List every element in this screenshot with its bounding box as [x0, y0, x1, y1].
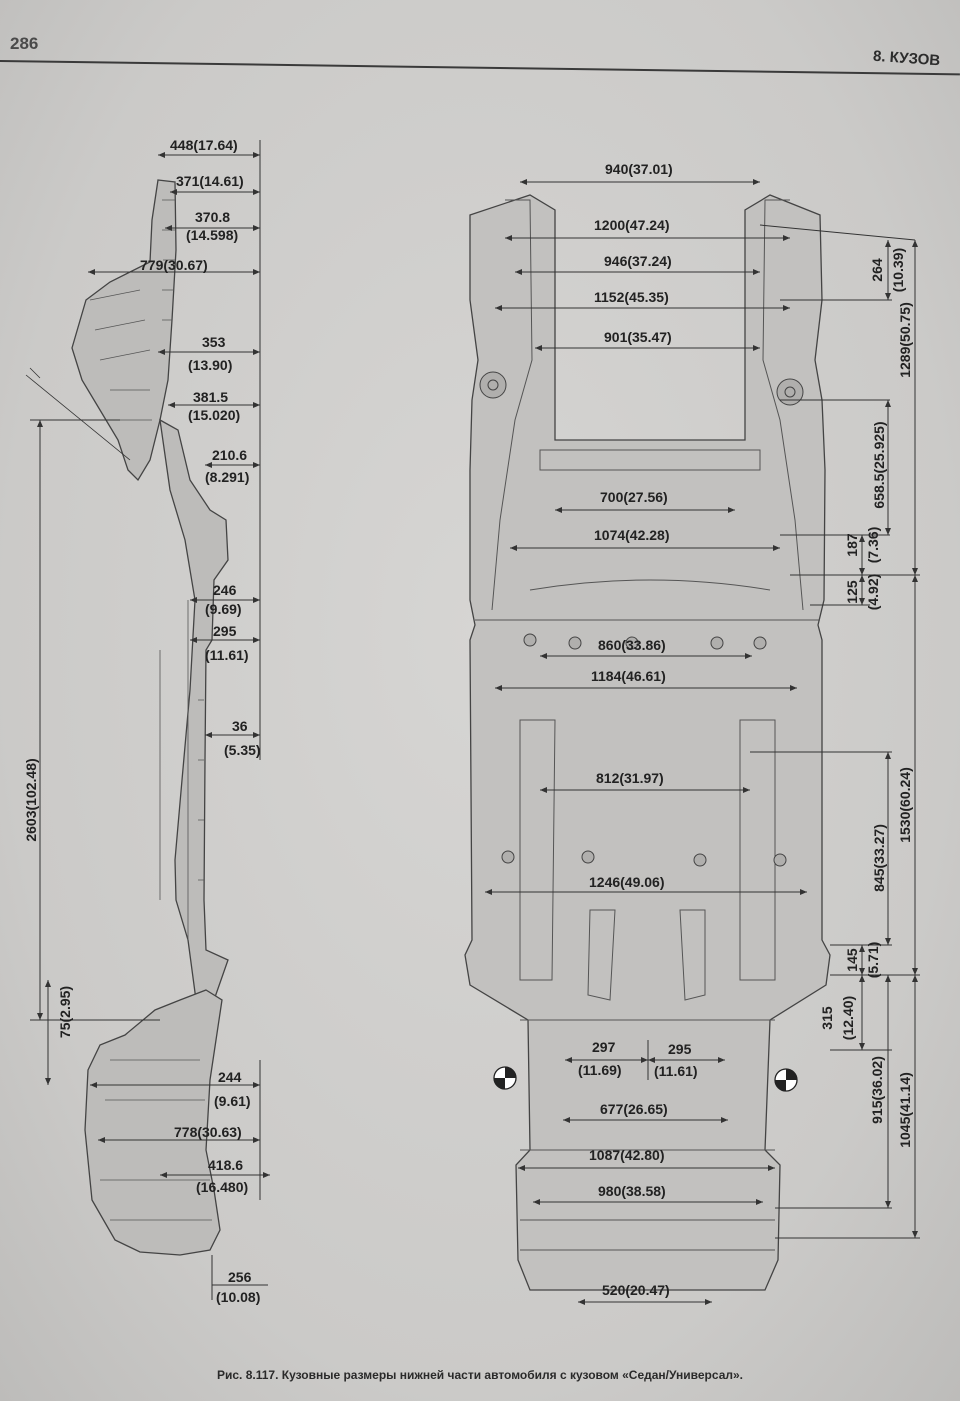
dim-1074: 1074(42.28) — [594, 527, 670, 543]
dim-677: 677(26.65) — [600, 1101, 668, 1117]
dim-1152: 1152(45.35) — [594, 289, 669, 305]
vdim-125-in: (4.92) — [865, 574, 881, 611]
vdim-915: 915(36.02) — [869, 1056, 885, 1124]
dim-297: 297 — [592, 1039, 616, 1055]
vdim-658-5: 658.5(25.925) — [871, 421, 887, 508]
vdim-264-in: (10.39) — [890, 248, 906, 292]
dim-700: 700(27.56) — [600, 489, 668, 505]
dim-901: 901(35.47) — [604, 329, 672, 345]
vdim-1045: 1045(41.14) — [897, 1072, 913, 1148]
dim-244: 244 — [218, 1069, 242, 1085]
side-view-dimension-lines — [30, 140, 270, 1300]
vdim-845: 845(33.27) — [871, 824, 887, 892]
dim-381-5-in: (15.020) — [188, 407, 240, 423]
dim-860: 860(33.86) — [598, 637, 666, 653]
dim-980: 980(38.58) — [598, 1183, 666, 1199]
vdim-1530: 1530(60.24) — [897, 767, 913, 843]
figure-caption-text: Рис. 8.117. Кузовные размеры нижней част… — [217, 1368, 743, 1382]
dim-36-in: (5.35) — [224, 742, 261, 758]
dim-418-6-in: (16.480) — [196, 1179, 248, 1195]
vdim-264: 264 — [869, 258, 885, 282]
dim-210-6-in: (8.291) — [205, 469, 249, 485]
dim-256-in: (10.08) — [216, 1289, 260, 1305]
dim-244-in: (9.61) — [214, 1093, 251, 1109]
dim-812: 812(31.97) — [596, 770, 664, 786]
dim-36: 36 — [232, 718, 248, 734]
dim-2603: 2603(102.48) — [23, 758, 39, 841]
dim-1200: 1200(47.24) — [594, 217, 670, 233]
dim-1184: 1184(46.61) — [591, 668, 666, 684]
bottom-view-dimension-lines — [485, 179, 807, 1305]
dim-418-6: 418.6 — [208, 1157, 243, 1173]
dim-1087: 1087(42.80) — [589, 1147, 665, 1163]
dim-940: 940(37.01) — [605, 161, 673, 177]
dim-1246: 1246(49.06) — [589, 874, 665, 890]
vdim-187-in: (7.36) — [865, 527, 881, 564]
dim-370-8-in: (14.598) — [186, 227, 238, 243]
side-view-frame — [71, 179, 229, 1256]
dim-353: 353 — [202, 334, 226, 350]
dim-256: 256 — [228, 1269, 252, 1285]
dim-381-5: 381.5 — [193, 389, 228, 405]
vdim-145: 145 — [844, 948, 860, 972]
bottom-view-labels: 940(37.01) 1200(47.24) 946(37.24) 1152(4… — [578, 161, 913, 1298]
dim-295b-in: (11.61) — [654, 1063, 698, 1079]
dim-371: 371(14.61) — [176, 173, 244, 189]
figure-caption: Рис. 8.117. Кузовные размеры нижней част… — [0, 1368, 960, 1382]
dim-353-in: (13.90) — [188, 357, 232, 373]
dim-370-8: 370.8 — [195, 209, 230, 225]
bottom-view-frame — [464, 194, 831, 1291]
dim-520: 520(20.47) — [602, 1282, 670, 1298]
dim-448: 448(17.64) — [170, 137, 238, 153]
dim-295-in: (11.61) — [205, 647, 249, 663]
page-number: 286 — [10, 34, 39, 53]
dim-297-in: (11.69) — [578, 1062, 622, 1078]
dim-778: 778(30.63) — [174, 1124, 242, 1140]
vdim-315: 315 — [819, 1006, 835, 1030]
dim-246-in: (9.69) — [205, 601, 242, 617]
dim-295: 295 — [213, 623, 237, 639]
vdim-315-in: (12.40) — [840, 996, 856, 1040]
vdim-1289: 1289(50.75) — [897, 302, 913, 378]
vdim-145-in: (5.71) — [865, 942, 881, 979]
side-view-labels: 448(17.64) 371(14.61) 370.8 (14.598) 779… — [23, 137, 261, 1305]
vdim-187: 187 — [844, 533, 860, 557]
dim-295b: 295 — [668, 1041, 692, 1057]
dim-75: 75(2.95) — [57, 986, 73, 1038]
dim-210-6: 210.6 — [212, 447, 247, 463]
dim-246: 246 — [213, 582, 237, 598]
bottom-view-holes — [479, 371, 804, 867]
center-of-gravity-marks — [493, 1066, 798, 1092]
dim-779: 779(30.67) — [140, 257, 208, 273]
vdim-125: 125 — [844, 580, 860, 604]
dim-946: 946(37.24) — [604, 253, 672, 269]
bottom-view-vertical-dimension-lines — [750, 224, 920, 1239]
